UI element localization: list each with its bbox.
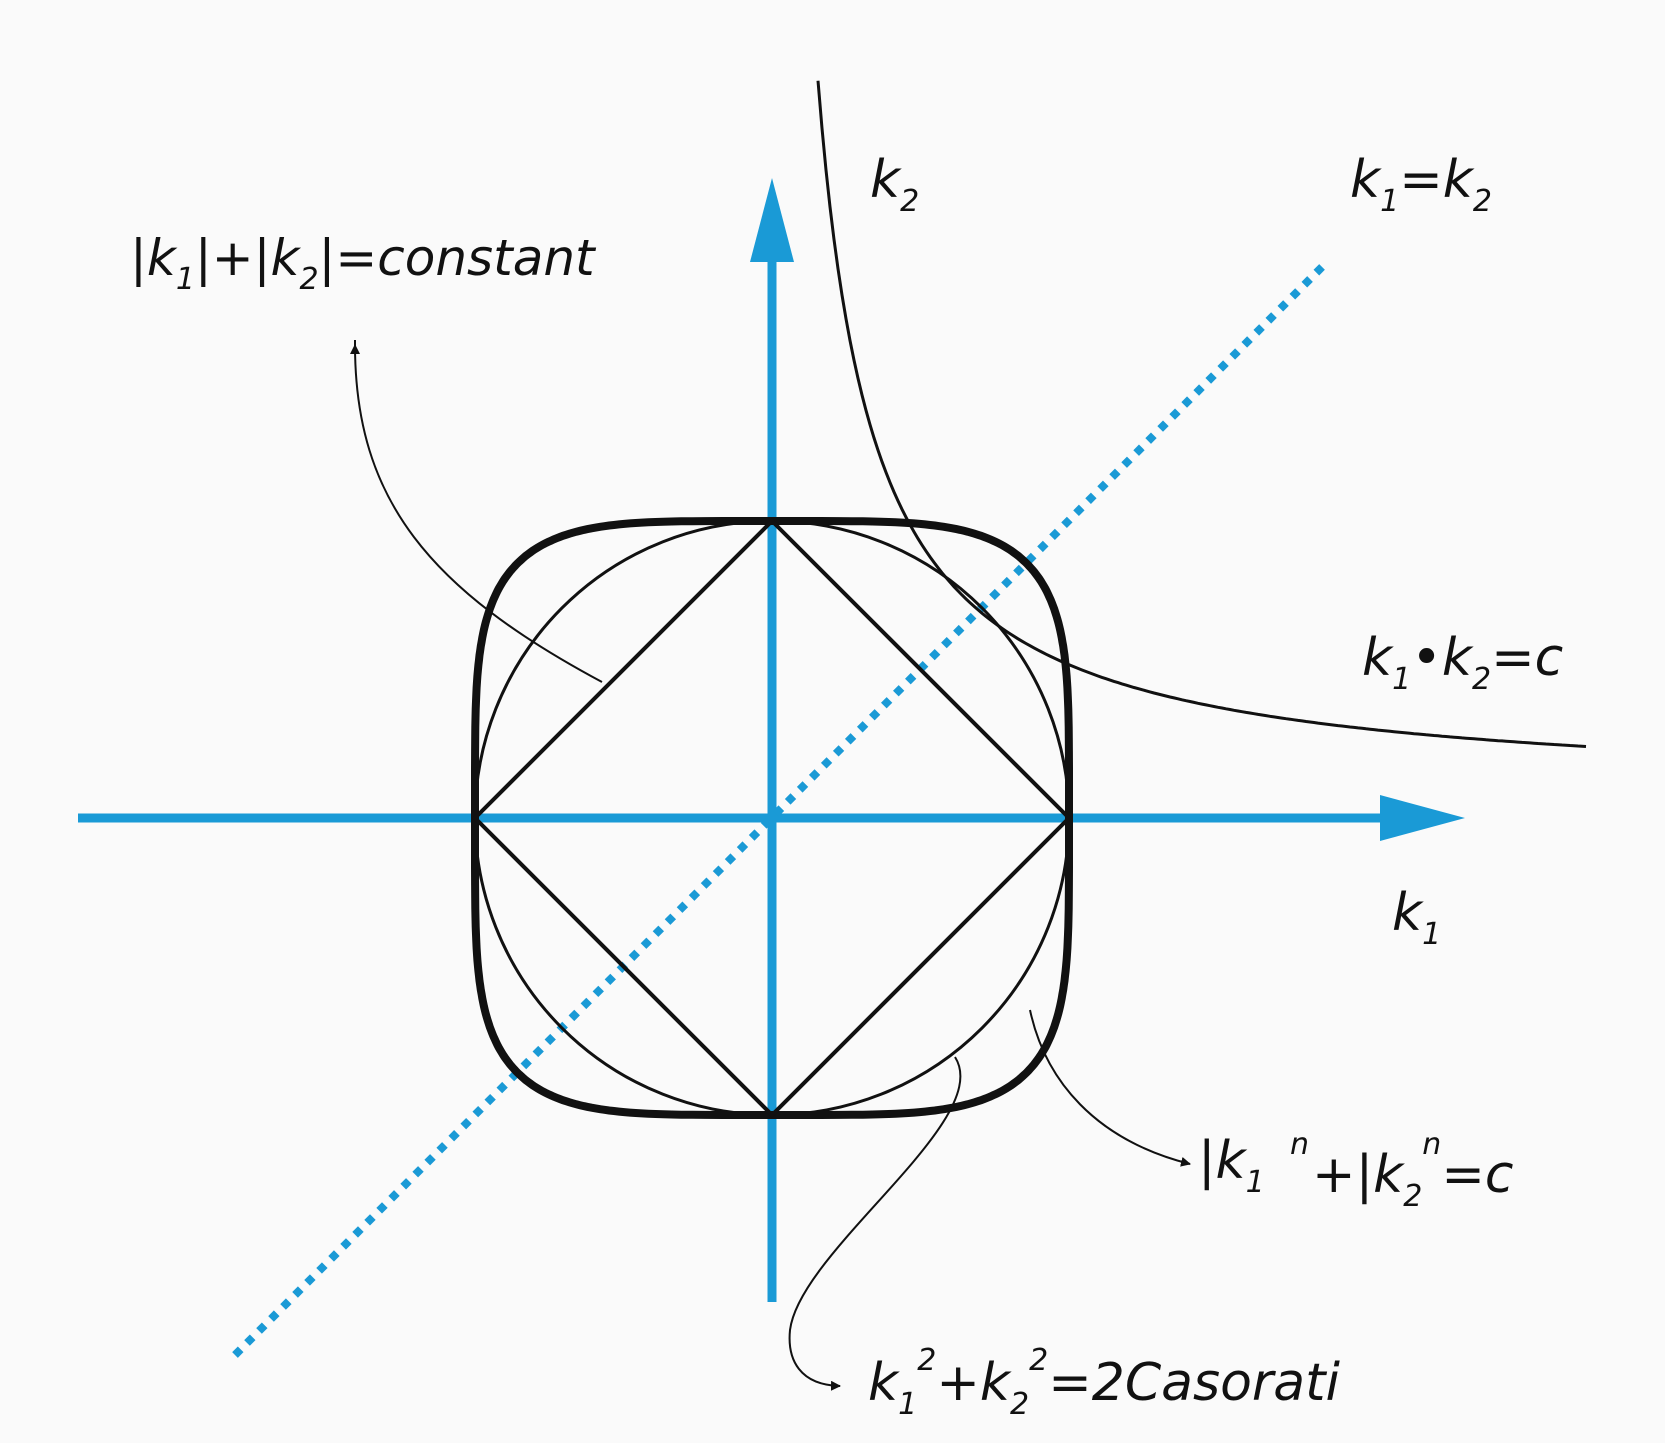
superellipse-pointer bbox=[1029, 1009, 1191, 1167]
l1-diamond bbox=[472, 518, 1072, 1118]
casorati-label: k12+k22=2Casorati bbox=[868, 1343, 1341, 1422]
axis-k2-label: k2 bbox=[870, 150, 919, 219]
k2-axis-arrowhead bbox=[750, 178, 794, 262]
k1-axis-arrowhead bbox=[1380, 795, 1465, 841]
casorati-pointer bbox=[788, 1056, 962, 1391]
abs-sum-label: |k1|+|k2|=constant bbox=[130, 229, 597, 297]
product-label: k1•k2=c bbox=[1362, 628, 1563, 697]
hyperbola-curve bbox=[816, 80, 1587, 748]
superellipse-label: |k1n+|k2n=c bbox=[1198, 1127, 1513, 1214]
abs-sum-pointer bbox=[350, 344, 603, 683]
axis-k1-label: k1 bbox=[1392, 883, 1441, 952]
diagonal-label: k1=k2 bbox=[1350, 150, 1492, 219]
diagonal-k1-equals-k2 bbox=[232, 259, 1330, 1358]
